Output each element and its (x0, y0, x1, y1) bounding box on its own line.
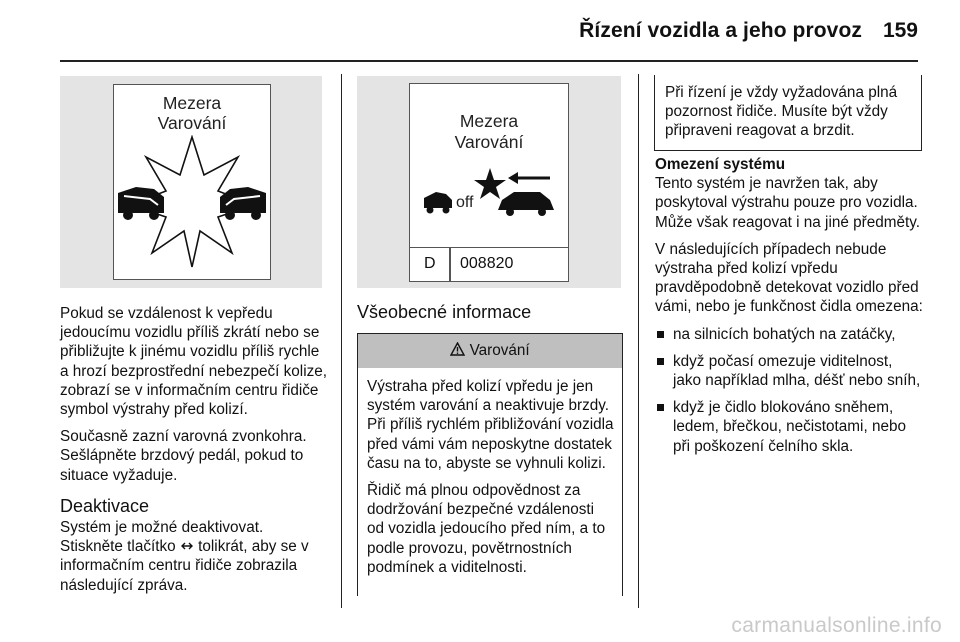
watermark: carmanualsonline.info (731, 614, 942, 637)
collision-warning-off-icon (424, 168, 554, 216)
left-paragraph-1: Pokud se vzdálenost k vepředu jedoucímu … (60, 305, 328, 419)
warning-box: Varování Výstraha před kolizí vpředu je … (357, 333, 623, 596)
warning-paragraph-1: Výstraha před kolizí vpředu je jen systé… (367, 378, 614, 472)
figure-deactivated-message: Mezera Varování off D 008820 (357, 76, 621, 288)
collision-symbol-icon (118, 135, 266, 268)
code-cell-divider (449, 248, 451, 281)
right-paragraph-2: V následujících případech nebude výstrah… (655, 240, 923, 316)
subheading-omezeni-systemu: Omezení systému (655, 156, 786, 173)
code-number: 008820 (460, 255, 514, 272)
off-label: off (456, 194, 474, 211)
warning-triangle-icon (450, 341, 469, 359)
deactivation-line-1: Systém je možné deaktivovat. (60, 519, 264, 537)
right-column: Omezení systému Tento systém je navržen … (655, 155, 923, 464)
warning-paragraph-2: Řidič má plnou odpovědnost za dodržování… (367, 482, 606, 576)
warning-header: Varování (358, 334, 622, 368)
limitations-list: na silnicích bohatých na zatáčky, když p… (655, 325, 923, 456)
page-number: 159 (882, 19, 918, 42)
column-divider-left (341, 74, 343, 608)
display-off-line-2: Varování (454, 132, 524, 152)
list-item: na silnicích bohatých na zatáčky, (655, 325, 923, 344)
note-text: Při řízení je vždy vyžadována plná pozor… (665, 84, 898, 140)
left-column: Pokud se vzdálenost k vepředu jedoucímu … (60, 304, 332, 595)
column-divider-right (638, 74, 640, 608)
right-paragraph-1: Tento systém je navržen tak, aby poskyto… (655, 175, 920, 231)
page-header-title: Řízení vozidla a jeho provoz (579, 19, 862, 42)
display-off-line-1: Mezera (459, 111, 519, 131)
right-car-icon (220, 187, 266, 220)
heading-deaktivace: Deaktivace (60, 495, 150, 516)
deactivation-instruction: Stiskněte tlačítko tolikrát, aby se v in… (60, 537, 332, 595)
middle-column: Všeobecné informace (357, 302, 623, 324)
button-symbol-icon (180, 537, 194, 556)
list-item: když je čidlo blokováno sněhem, ledem, b… (655, 398, 923, 456)
deactivation-text-b: tolikrát, aby se v informačním centru ři… (60, 538, 309, 594)
display-line-2: Varování (157, 113, 227, 133)
list-item: když počasí omezuje viditelnost, jako na… (655, 352, 923, 390)
left-paragraph-2: Současně zazní varovná zvonkohra. Sešláp… (60, 428, 307, 484)
figure-collision-warning: Mezera Varování (60, 76, 322, 288)
left-car-icon (118, 187, 164, 220)
display-screen-off: Mezera Varování off D 008820 (409, 83, 569, 282)
display-code-row: D 008820 (410, 247, 568, 281)
header-rule (60, 60, 918, 62)
deactivation-text-a: Stiskněte tlačítko (60, 538, 180, 556)
display-line-1: Mezera (162, 93, 222, 113)
heading-vseobecne-informace: Všeobecné informace (357, 302, 532, 322)
display-screen: Mezera Varování (113, 84, 271, 280)
code-letter: D (424, 255, 436, 272)
warning-title: Varování (469, 342, 530, 359)
note-box: Při řízení je vždy vyžadována plná pozor… (654, 75, 922, 151)
